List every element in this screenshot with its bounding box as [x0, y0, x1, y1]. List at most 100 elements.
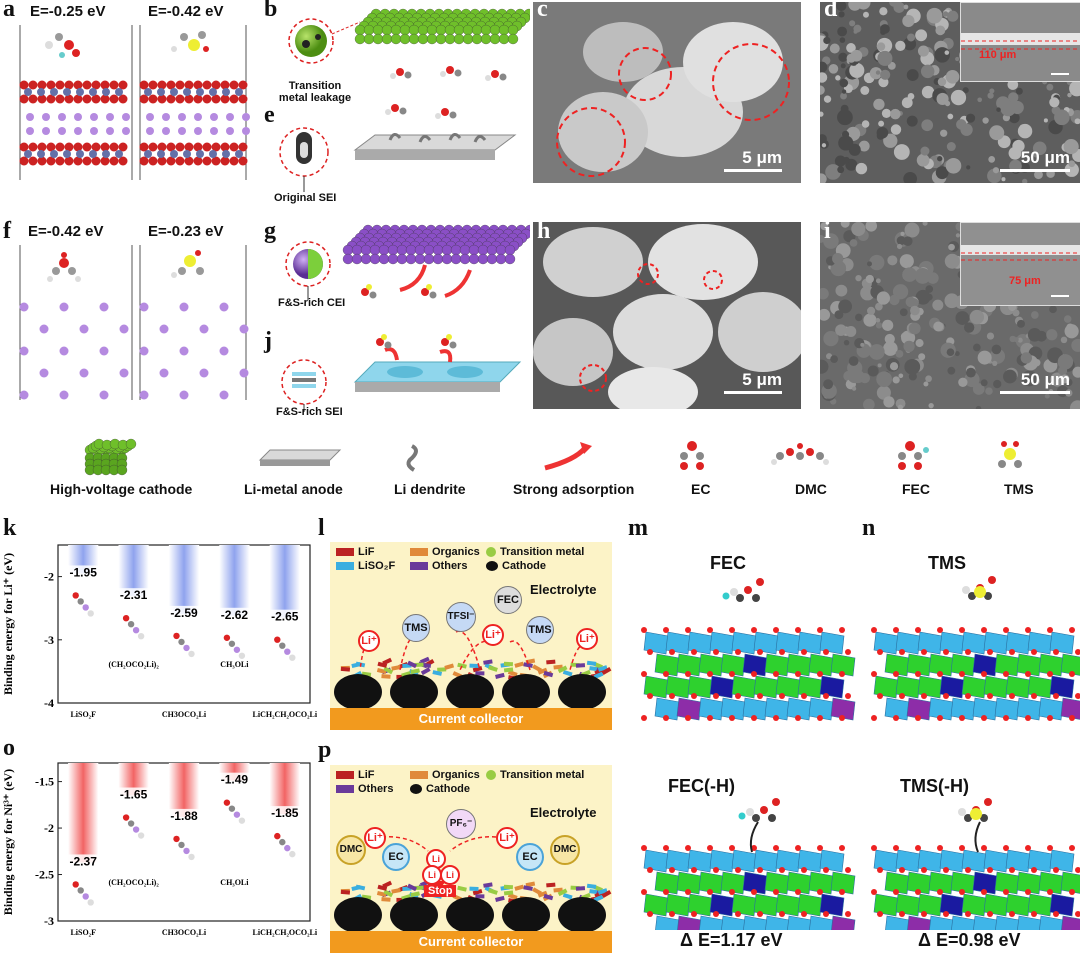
polyhedron — [819, 849, 845, 873]
oxygen-atom — [959, 715, 965, 721]
legend-others-p: Others — [336, 783, 393, 795]
polyhedron — [895, 849, 921, 873]
bar — [68, 763, 99, 863]
y-tick-label: -3 — [44, 633, 54, 647]
schematic-l: LiF LiSO₂F Organics Others Transition me… — [330, 542, 612, 730]
polyhedron — [873, 675, 899, 699]
oxygen-atom — [1047, 627, 1053, 633]
polyhedron — [1005, 675, 1031, 699]
oxygen-atom — [987, 867, 993, 873]
sem-image-c — [533, 2, 801, 183]
oxygen-atom — [729, 671, 735, 677]
bar — [269, 545, 300, 618]
polyhedron — [873, 893, 899, 917]
bar — [118, 545, 149, 597]
scale-bar-i: 50 μm — [996, 370, 1070, 394]
fluorine-atom — [738, 812, 746, 820]
oxygen-atom — [795, 627, 801, 633]
oxygen-atom — [1075, 649, 1080, 655]
polyhedron — [665, 631, 691, 655]
polyhedron — [917, 893, 943, 917]
polyhedron — [643, 893, 669, 917]
polyhedron — [676, 697, 702, 721]
panel-label-o: o — [3, 735, 15, 761]
scale-bar-h-text: 5 μm — [742, 370, 782, 389]
oxygen-atom — [1075, 693, 1080, 699]
fs-rich-sei-label: F&S-rich SEI — [276, 406, 343, 418]
inset-thickness-d: 110 μm — [979, 49, 1017, 61]
polyhedron — [809, 915, 834, 930]
oxygen-atom — [647, 867, 653, 873]
polyhedron — [831, 915, 856, 930]
ec-molecule-p: EC — [382, 843, 410, 871]
bar-label-bg — [268, 806, 301, 821]
oxygen-atom — [981, 671, 987, 677]
panel-label-e: e — [264, 102, 275, 128]
oxygen-atom — [845, 693, 851, 699]
y-tick-label: -1.5 — [35, 775, 54, 789]
legend-organics-p: Organics — [410, 769, 480, 781]
molecule-atom — [744, 586, 752, 594]
oxygen-atom — [817, 845, 823, 851]
oxygen-atom — [1003, 671, 1009, 677]
bar-value-label: -2.59 — [170, 606, 198, 620]
oxygen-atom — [845, 867, 851, 873]
oxygen-atom — [981, 845, 987, 851]
oxygen-atom — [943, 911, 949, 917]
oxygen-atom — [817, 889, 823, 895]
scale-bar-d-text: 50 μm — [1020, 148, 1070, 167]
tms-molecule-l: TMS — [526, 616, 554, 644]
oxygen-atom — [877, 693, 883, 699]
polyhedron — [1016, 653, 1042, 677]
polyhedron — [699, 915, 724, 930]
category-label: (CH₂OCO₂Li)₂ — [108, 660, 159, 669]
schematic-cei-sei-gj — [281, 224, 530, 412]
oxygen-atom — [773, 889, 779, 895]
molecule-atom — [178, 638, 185, 646]
molecule-atom — [752, 594, 760, 602]
bar-value-label: -2.31 — [120, 588, 148, 602]
oxygen-atom — [1047, 845, 1053, 851]
polyhedron — [676, 871, 702, 895]
oxygen-atom — [823, 693, 829, 699]
oxygen-atom — [663, 845, 669, 851]
current-collector-p: Current collector — [330, 931, 612, 953]
tfsi-anion: TFSI⁻ — [446, 602, 476, 632]
oxygen-atom — [691, 693, 697, 699]
category-label: LiCH₂CH₂OCO₂Li — [253, 928, 318, 937]
bar-label-bg — [268, 609, 301, 624]
adsorption-arrow — [444, 269, 472, 298]
bar-label-bg — [168, 808, 200, 823]
polyhedron — [885, 915, 910, 930]
y-tick-label: -2.5 — [35, 868, 54, 882]
oxygen-atom — [845, 649, 851, 655]
molecule-atom — [768, 814, 776, 822]
polyhedron — [753, 849, 779, 873]
oxygen-atom — [845, 911, 851, 917]
oxygen-atom — [915, 889, 921, 895]
oxygen-atom — [1069, 889, 1075, 895]
legend-lif-p: LiF — [336, 769, 375, 781]
legend-lif: LiF — [336, 546, 375, 558]
polyhedron — [665, 849, 691, 873]
molecule-atom — [127, 620, 135, 628]
molecule-atom — [87, 899, 94, 906]
oxygen-atom — [641, 671, 647, 677]
pf6-anion: PF₆⁻ — [446, 809, 476, 839]
oxygen-atom — [669, 693, 675, 699]
polyhedron — [830, 871, 856, 895]
molecule-atom — [289, 850, 296, 858]
oxygen-atom — [1009, 649, 1015, 655]
polyhedron — [654, 871, 680, 895]
polyhedron — [743, 915, 768, 930]
chart-k-li-binding: Binding energy for Li⁺ (eV)-2-3-4-1.95Li… — [1, 544, 318, 719]
panel-label-d: d — [824, 0, 838, 22]
oxygen-atom — [893, 845, 899, 851]
oxygen-atom — [663, 627, 669, 633]
oxygen-atom — [987, 911, 993, 917]
polyhedron — [994, 697, 1020, 721]
polyhedron — [906, 871, 932, 895]
oxygen-atom — [877, 911, 883, 917]
scale-bar-i-text: 50 μm — [1020, 370, 1070, 389]
y-tick-label: -3 — [44, 914, 54, 928]
